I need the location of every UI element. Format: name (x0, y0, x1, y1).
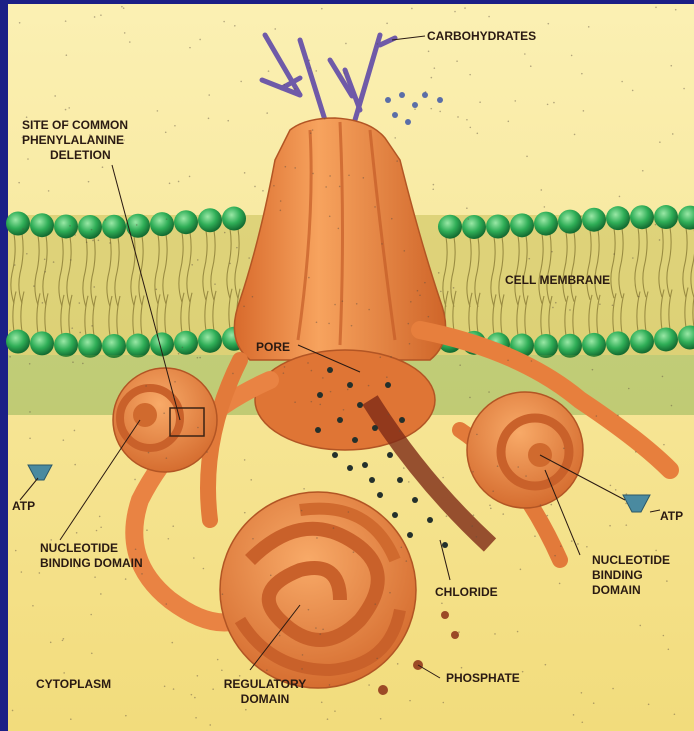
lipid-head (510, 213, 534, 237)
lipid-head (78, 215, 102, 239)
lipid-head (582, 333, 606, 357)
lipid-head (630, 205, 654, 229)
chloride-ion (397, 477, 403, 483)
lipid-head (102, 334, 126, 358)
chloride-ion (317, 392, 323, 398)
lipid-head (222, 207, 246, 231)
lipid-head (198, 329, 222, 353)
chloride-ion (407, 532, 413, 538)
lipid-head (198, 208, 222, 232)
cytoplasm-label: CYTOPLASM (36, 677, 111, 692)
chloride-ion (315, 427, 321, 433)
lipid-head (606, 331, 630, 355)
nbd-left-line-1: NUCLEOTIDE (40, 541, 190, 556)
chloride-ion (377, 492, 383, 498)
lipid-head (606, 206, 630, 230)
nucleotide-binding-domain-right-label: NUCLEOTIDE BINDING DOMAIN (592, 553, 692, 598)
nbd-left-line-2: BINDING DOMAIN (40, 556, 190, 571)
chloride-ion (372, 425, 378, 431)
chloride-ion (357, 402, 363, 408)
lipid-head (558, 210, 582, 234)
mutation-line-1: SITE OF COMMON (22, 118, 182, 133)
lipid-head (438, 215, 462, 239)
lipid-head (534, 212, 558, 236)
chloride-ion (399, 417, 405, 423)
right-nucleotide-binding-domain (467, 392, 583, 508)
chloride-ion (412, 497, 418, 503)
chloride-ion (369, 477, 375, 483)
lipid-head (6, 211, 30, 235)
nbd-right-line-3: DOMAIN (592, 583, 692, 598)
atp-right-label: ATP (660, 509, 683, 524)
regulatory-domain-label: REGULATORY DOMAIN (205, 677, 325, 707)
nbd-right-line-1: NUCLEOTIDE (592, 553, 692, 568)
lipid-head (54, 333, 78, 357)
chloride-label: CHLORIDE (435, 585, 498, 600)
lipid-head (174, 210, 198, 234)
chloride-ion (352, 437, 358, 443)
chloride-ion (427, 517, 433, 523)
lipid-head (174, 331, 198, 355)
chloride-ion (385, 382, 391, 388)
lipid-head (6, 330, 30, 354)
lipid-head (654, 205, 678, 229)
lipid-head (150, 212, 174, 236)
lipid-head (558, 334, 582, 358)
regulatory-line-1: REGULATORY (205, 677, 325, 692)
lipid-head (486, 215, 510, 239)
chloride-ion (332, 452, 338, 458)
site-of-common-mutation-label: SITE OF COMMON PHENYLALANINE DELETION (22, 118, 182, 163)
lipid-head (126, 214, 150, 238)
chloride-ion (327, 367, 333, 373)
atp-left-label: ATP (12, 499, 35, 514)
mutation-line-2: PHENYLALANINE (22, 133, 182, 148)
lipid-head (534, 334, 558, 358)
chloride-ion (442, 542, 448, 548)
chloride-ion (362, 462, 368, 468)
cell-membrane-label: CELL MEMBRANE (505, 273, 610, 288)
chloride-ion (387, 452, 393, 458)
lipid-head (78, 334, 102, 358)
lipid-head (126, 334, 150, 358)
chloride-ion (347, 465, 353, 471)
lipid-head (630, 330, 654, 354)
carbohydrates-label: CARBOHYDRATES (427, 29, 536, 44)
lipid-head (654, 327, 678, 351)
mutation-line-3: DELETION (22, 148, 182, 163)
left-nucleotide-binding-domain (113, 368, 217, 472)
chloride-ion (392, 512, 398, 518)
chloride-ion (347, 382, 353, 388)
lipid-head (30, 331, 54, 355)
phosphate-label: PHOSPHATE (446, 671, 520, 686)
regulatory-line-2: DOMAIN (205, 692, 325, 707)
nbd-right-line-2: BINDING (592, 568, 692, 583)
nucleotide-binding-domain-left-label: NUCLEOTIDE BINDING DOMAIN (40, 541, 190, 571)
regulatory-domain (220, 492, 416, 688)
lipid-head (102, 215, 126, 239)
chloride-ion (337, 417, 343, 423)
lipid-head (462, 215, 486, 239)
lipid-head (582, 208, 606, 232)
lipid-head (30, 213, 54, 237)
pore-label: PORE (256, 340, 290, 355)
